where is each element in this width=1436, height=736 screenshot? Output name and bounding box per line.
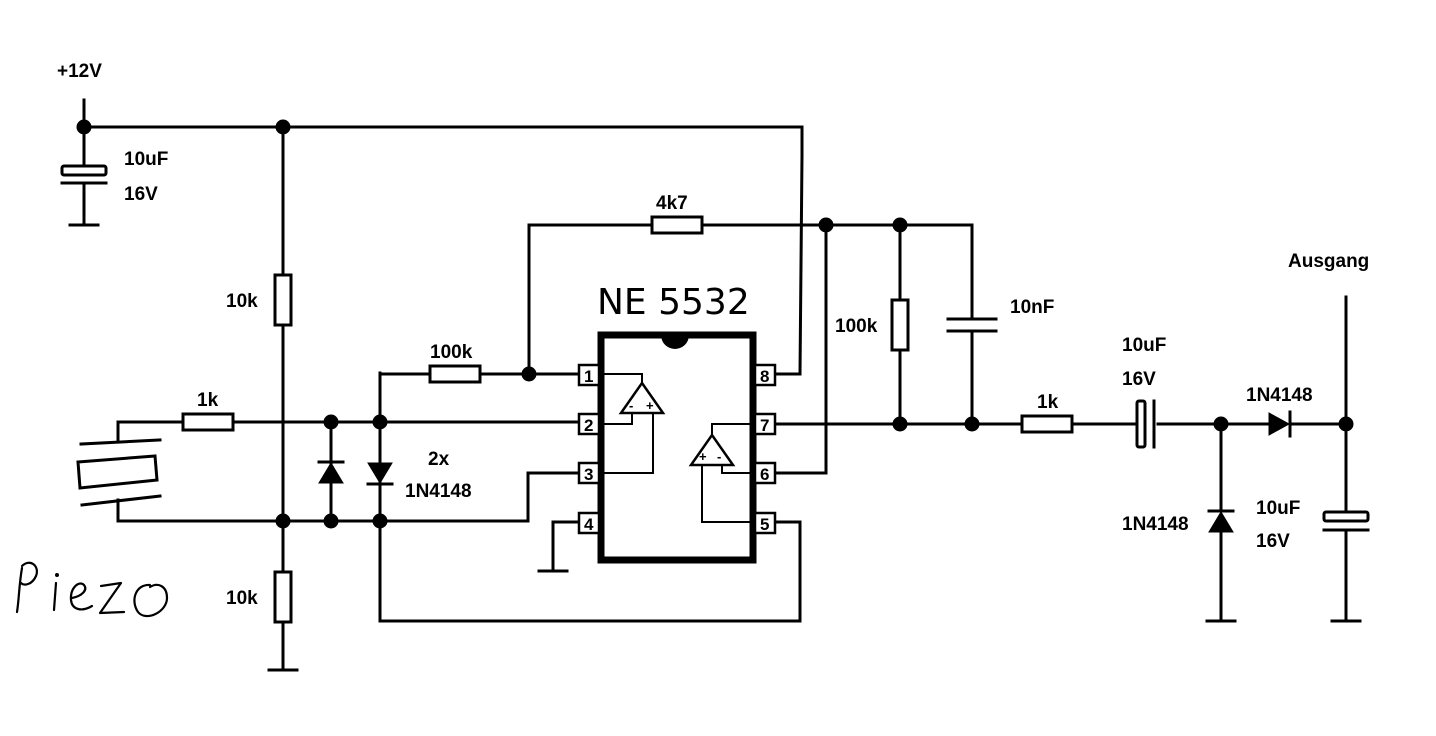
capacitor-output [1322, 510, 1370, 523]
junction-dot [372, 513, 388, 529]
junction-dot [1213, 416, 1229, 432]
protection-diodes-type: 1N4148 [405, 481, 472, 502]
capacitors [60, 164, 1370, 532]
ic-name: NE 5532 [597, 282, 750, 323]
junction-dot [1338, 416, 1354, 432]
ic-pin-6-label: 6 [760, 465, 769, 484]
output-cap-voltage: 16V [1256, 531, 1290, 552]
junction-dot [372, 414, 388, 430]
ic-pin-7 [753, 412, 777, 436]
resistor-feedback-100k [428, 364, 482, 384]
piezo-handwritten-label [15, 561, 169, 618]
shunt-resistor-label: 100k [835, 316, 878, 337]
capacitor-coupling [1135, 399, 1147, 449]
junction-dot [818, 217, 834, 233]
coupling-cap-value: 10uF [1122, 335, 1166, 356]
diode-protection-2 [367, 462, 393, 484]
ic-pin-8 [753, 363, 777, 387]
junction-dot [521, 366, 537, 382]
output-resistor-label: 1k [1037, 392, 1059, 413]
ic-pin-8-label: 8 [760, 367, 769, 386]
resistor-bias-top [273, 273, 293, 327]
diodes [317, 410, 1292, 533]
ic-pin-3 [577, 461, 601, 485]
resistor-feedback-4k7 [650, 215, 704, 235]
input-resistor-label: 1k [197, 390, 219, 411]
diode-shunt [1208, 511, 1234, 533]
opamp-b [688, 432, 736, 467]
capacitor-supply [60, 164, 108, 177]
series-diode-label: 1N4148 [1246, 385, 1313, 406]
ic-pin-1-label: 1 [584, 367, 593, 386]
opamp-a [618, 380, 666, 415]
feedback-resistor-1-label: 100k [430, 342, 473, 363]
junction-dots [76, 119, 1354, 529]
opamp-a-plus: + [646, 398, 654, 413]
ic-pin-1 [577, 363, 601, 387]
ic-pin-4 [577, 511, 601, 535]
junction-dot [275, 513, 291, 529]
ic-pin-6 [753, 461, 777, 485]
ic-pin-3-label: 3 [584, 465, 593, 484]
bias-bottom-resistor-label: 10k [226, 588, 258, 609]
shunt-diode-label: 1N4148 [1122, 514, 1189, 535]
ic-pin-4-label: 4 [584, 515, 594, 534]
resistor-output [1020, 414, 1074, 434]
junction-dot [275, 119, 291, 135]
diode-protection-1 [318, 462, 344, 484]
supply-cap-value: 10uF [124, 149, 168, 170]
output-cap-value: 10uF [1256, 498, 1300, 519]
bias-top-resistor-label: 10k [226, 291, 258, 312]
resistor-input [181, 412, 235, 432]
protection-diodes-count: 2x [428, 449, 450, 470]
shunt-cap-label: 10nF [1010, 297, 1054, 318]
resistor-shunt-100k [890, 298, 910, 352]
feedback-resistor-2-label: 4k7 [656, 193, 688, 214]
ic-pin-7-label: 7 [760, 416, 769, 435]
wires [68, 98, 1362, 672]
junction-dot [323, 513, 339, 529]
junction-dot [892, 416, 908, 432]
supply-label: +12V [57, 61, 102, 82]
junction-dot [892, 217, 908, 233]
opamp-b-plus: + [699, 449, 707, 464]
opamp-a-minus: - [629, 398, 633, 413]
junction-dot [323, 414, 339, 430]
ic-pin-2-label: 2 [584, 416, 593, 435]
supply-cap-voltage: 16V [124, 184, 158, 205]
ic-pin-2 [577, 412, 601, 436]
resistors [181, 215, 1074, 624]
ic-pin-5-label: 5 [760, 515, 769, 534]
diode-series [1268, 412, 1291, 436]
ic-ne5532 [577, 331, 777, 564]
output-label: Ausgang [1288, 251, 1369, 272]
opamp-b-minus: - [717, 449, 721, 464]
resistor-bias-bottom [273, 570, 293, 624]
junction-dot [76, 119, 92, 135]
junction-dot [964, 416, 980, 432]
ic-pin-5 [753, 511, 777, 535]
piezo-element [76, 438, 162, 507]
coupling-cap-voltage: 16V [1122, 369, 1156, 390]
